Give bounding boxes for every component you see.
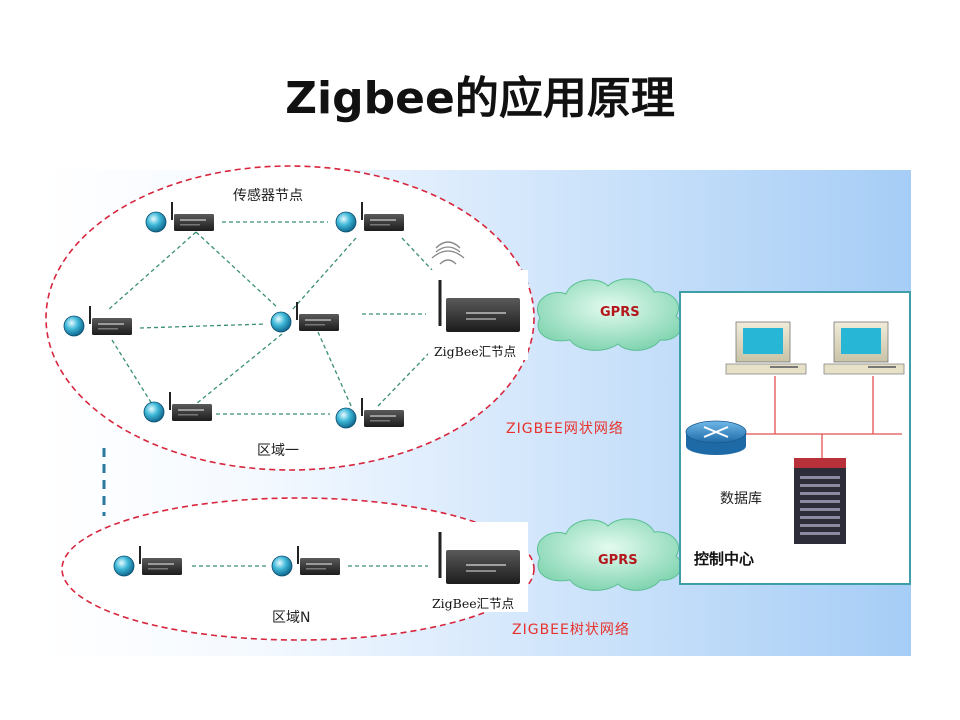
database-label: 数据库 — [720, 491, 762, 507]
computer-icon-left — [725, 321, 807, 375]
wireless-signal-icon — [431, 241, 465, 265]
zoneN-label: 区域N — [272, 610, 310, 626]
server-rack-icon — [794, 458, 846, 544]
mesh-network-label: ZIGBEE网状网络 — [506, 421, 624, 437]
page-title: Zigbee的应用原理 — [285, 73, 675, 124]
zone1-sink-node-icon — [428, 270, 528, 360]
zone1-sink-label: ZigBee汇节点 — [434, 344, 516, 359]
zone1-mesh-links — [107, 221, 433, 415]
zone1-label: 区域一 — [257, 443, 299, 459]
computer-icon-right — [823, 321, 905, 375]
gprs-label-lower: GPRS — [598, 553, 638, 568]
gprs-cloud-upper-icon: GPRS — [537, 278, 682, 351]
router-icon — [685, 420, 747, 455]
network-bus — [722, 376, 902, 458]
zoneN-sink-label: ZigBee汇节点 — [432, 596, 514, 611]
control-center-label: 控制中心 — [694, 550, 754, 568]
tree-network-label: ZIGBEE树状网络 — [512, 622, 630, 638]
zoneN-sink-node-icon — [428, 522, 528, 612]
gprs-cloud-lower-icon: GPRS — [537, 518, 682, 591]
gprs-label-upper: GPRS — [600, 305, 640, 320]
sensor-node-label: 传感器节点 — [233, 187, 303, 204]
zoneN-boundary — [61, 497, 535, 641]
